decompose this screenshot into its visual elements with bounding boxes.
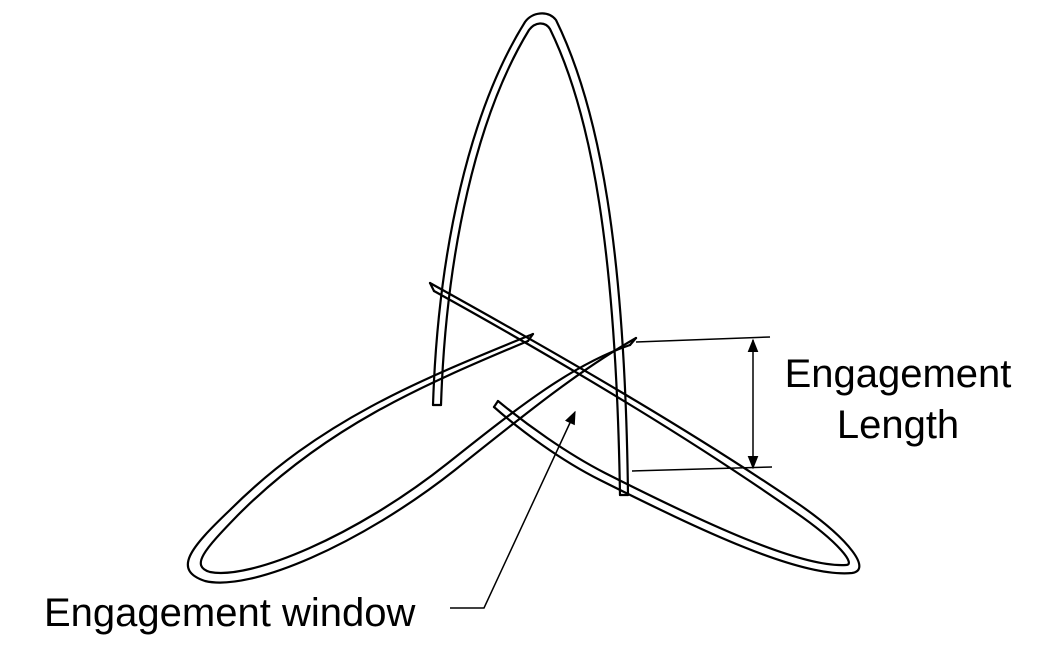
leader-arrow bbox=[450, 410, 576, 609]
right-wing-wire bbox=[428, 281, 861, 575]
engagement-length-dimension bbox=[631, 336, 773, 472]
engagement-window-label: Engagement window bbox=[44, 591, 415, 635]
engagement-window-leader bbox=[450, 410, 576, 609]
engagement-length-label-line2: Length bbox=[837, 403, 959, 447]
left-wing-wire bbox=[186, 332, 638, 584]
engagement-length-label-line1: Engagement bbox=[785, 352, 1012, 396]
dimension-extension-top bbox=[635, 336, 771, 343]
top-arch-wire bbox=[431, 12, 630, 497]
dimension-extension-bottom bbox=[631, 466, 773, 472]
